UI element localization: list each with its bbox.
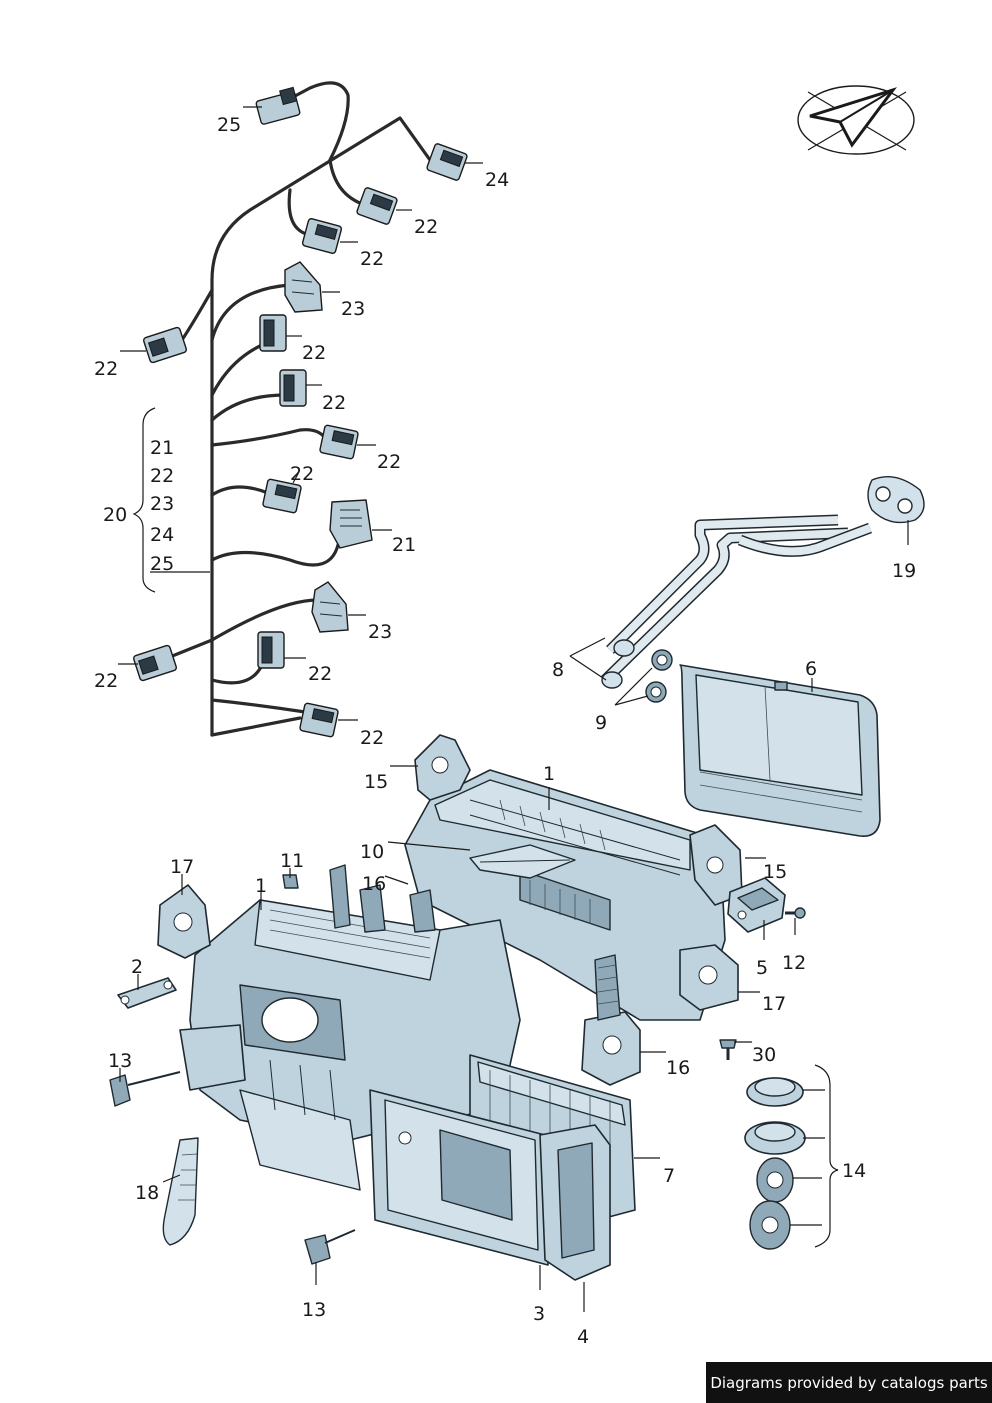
connector-22-f [319,424,359,460]
callout-12: 12 [782,952,806,974]
callout-13-b: 13 [302,1299,326,1321]
grommets-14 [744,1077,806,1250]
callout-20: 20 [103,504,127,526]
callout-6: 6 [805,658,817,680]
callout-23-b: 23 [368,621,392,643]
callout-19: 19 [892,560,916,582]
heat-exchanger-6 [679,664,881,837]
callout-22-d: 22 [302,342,326,364]
grommet-19 [867,476,925,524]
callout-24: 24 [485,169,509,191]
paper-plane-direction-icon [797,85,915,155]
group-22: 22 [150,465,174,487]
callout-15-b: 15 [763,861,787,883]
callout-11: 11 [280,850,304,872]
callout-22-e: 22 [322,392,346,414]
cover-3 [369,1089,549,1266]
callout-17-b: 17 [762,993,786,1015]
connector-22-e [279,369,307,407]
air-distribution-housing-left [179,864,521,1191]
air-duct-18 [162,1137,199,1246]
callout-7: 7 [663,1165,675,1187]
callout-2: 2 [131,956,143,978]
callout-17-a: 17 [170,856,194,878]
connector-22-d [259,314,287,352]
connector-22-b [301,218,343,254]
connector-25 [255,86,301,125]
callout-22-a: 22 [414,216,438,238]
callout-10: 10 [360,841,384,863]
callout-numbers: 25 24 22 22 23 22 22 22 22 22 21 23 22 2… [94,114,916,1348]
screw-12 [785,907,806,919]
parts-leaders [119,520,909,1312]
callout-22-b: 22 [360,248,384,270]
connector-23-b [311,581,349,633]
servo-16 [581,954,641,1086]
connector-24 [426,143,468,181]
callout-16-a: 16 [362,873,386,895]
callout-25-top: 25 [217,114,241,136]
wiring-harness [148,81,432,737]
group-23: 23 [150,493,174,515]
callout-23-a: 23 [341,298,365,320]
connector-23-a [284,261,323,313]
connector-22-h [132,644,178,682]
group-24: 24 [150,524,174,546]
flap-4 [539,1124,611,1281]
callout-5: 5 [756,957,768,979]
screw-30 [719,1039,737,1060]
callout-9: 9 [595,712,607,734]
callout-22-c: 22 [94,358,118,380]
servo-motor-5 [727,877,786,933]
harness-leaders [118,106,483,721]
callout-1-a: 1 [543,763,555,785]
callout-18: 18 [135,1182,159,1204]
bracket-2 [117,977,177,1009]
callout-15-a: 15 [364,771,388,793]
air-distribution-housing-right [404,734,743,1021]
callout-3: 3 [533,1303,545,1325]
pipe-clamps-9 [645,649,673,703]
callout-22-f: 22 [377,451,401,473]
servo-17-left [157,884,211,959]
callout-8: 8 [552,659,564,681]
callout-13-a: 13 [108,1050,132,1072]
clip-11 [282,874,299,889]
temp-sensor-13-bottom [304,1229,356,1265]
callout-22-h: 22 [94,670,118,692]
connector-21 [329,499,373,549]
harness-connectors [132,86,468,738]
connector-22-g [262,478,302,514]
callout-30: 30 [752,1044,776,1066]
footer-credit: Diagrams provided by catalogs parts [706,1362,992,1403]
callout-22-j: 22 [360,727,384,749]
callout-1-b: 1 [255,875,267,897]
callout-16-b: 16 [666,1057,690,1079]
connector-22-j [299,702,339,738]
callout-21: 21 [392,534,416,556]
heater-pipes [601,514,872,689]
callout-4: 4 [577,1326,589,1348]
callout-14: 14 [842,1160,866,1182]
callout-22-g: 22 [290,463,314,485]
callout-22-i: 22 [308,663,332,685]
connector-22-c [142,326,188,364]
group-21: 21 [150,437,174,459]
connector-22-i [257,631,285,669]
connector-22-a [356,187,398,225]
group-25: 25 [150,553,174,575]
